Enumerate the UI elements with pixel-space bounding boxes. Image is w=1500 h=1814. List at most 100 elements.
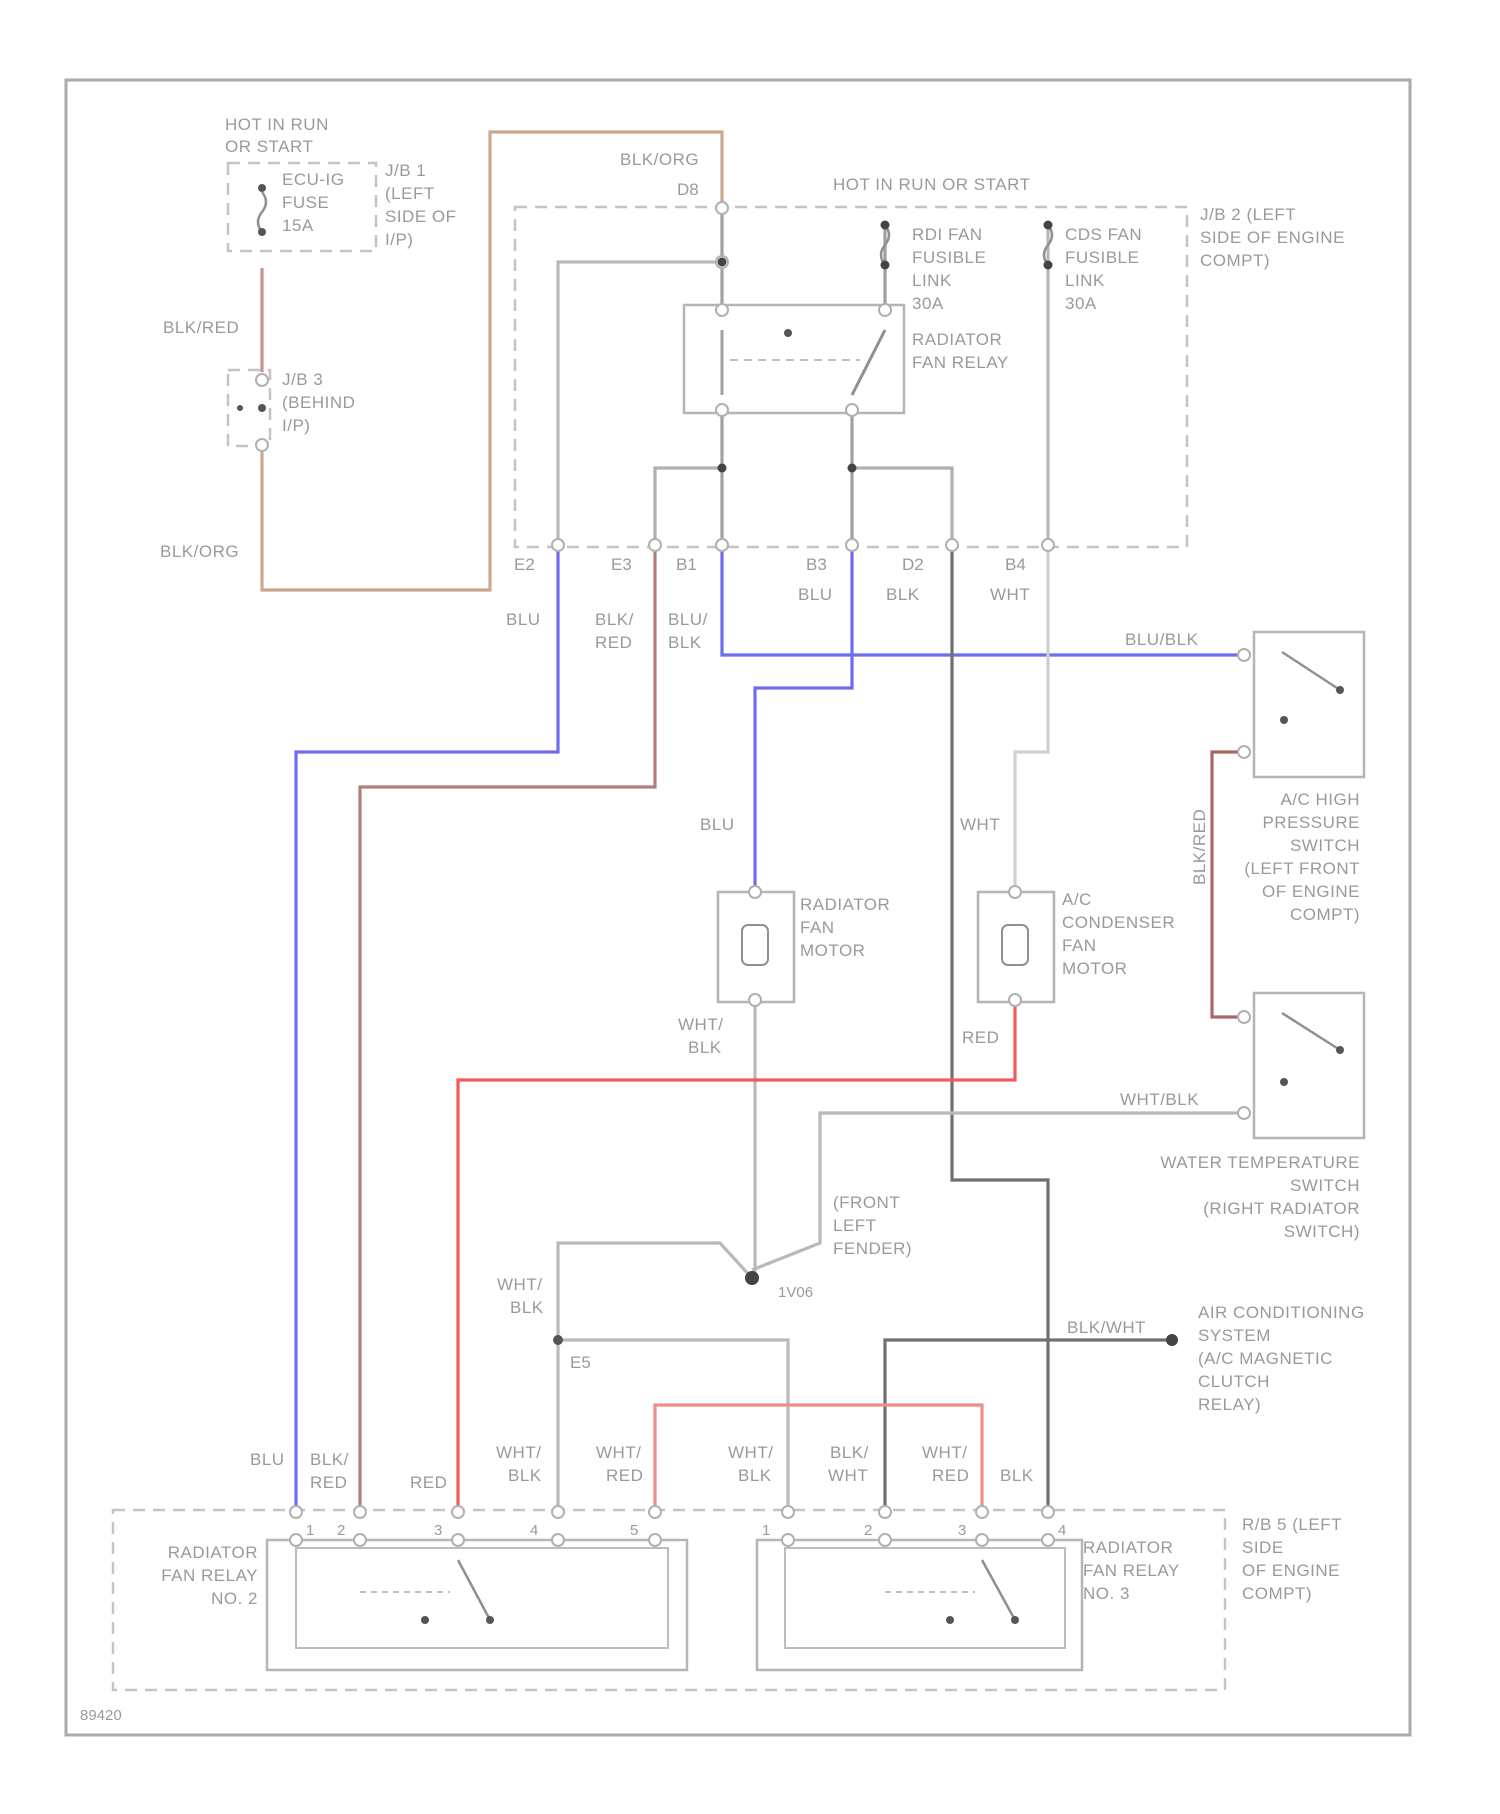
wire-wht-blk-water	[752, 1113, 1244, 1270]
ac-system-node	[1166, 1334, 1178, 1346]
connector-terminal	[716, 304, 728, 316]
relay-no3-box	[757, 1540, 1082, 1670]
connector-terminal	[879, 1534, 891, 1546]
bottom-blk-red-label: BLK/RED	[310, 1450, 349, 1492]
splice-node	[718, 464, 727, 473]
conn-e3-label: E3	[611, 555, 632, 574]
wire-wht-1-label: WHT	[990, 585, 1030, 604]
pin-number: 3	[434, 1522, 442, 1539]
conn-b1-label: B1	[676, 555, 697, 574]
connector-terminal	[749, 886, 761, 898]
wire-wht-2-label: WHT	[960, 815, 1000, 834]
connector-terminal	[846, 539, 858, 551]
bottom-wht-red-b-label: WHT/RED	[922, 1443, 969, 1485]
pin-number: 1	[306, 1522, 314, 1539]
outer-frame	[66, 80, 1410, 1735]
wire-blk-red-v-label: BLK/RED	[1190, 809, 1209, 885]
pin-number: 2	[337, 1522, 345, 1539]
wire-blu-blk-1-label: BLU/BLK	[668, 610, 708, 652]
connector-terminal	[649, 1534, 661, 1546]
radiator-fan-relay-label: RADIATORFAN RELAY	[912, 330, 1009, 372]
ac-switch-arm	[1282, 652, 1340, 690]
relay-no3-inner	[785, 1548, 1065, 1648]
wire-blk-1-label: BLK	[886, 585, 920, 604]
connector-terminal	[879, 1506, 891, 1518]
rb5-label: R/B 5 (LEFTSIDEOF ENGINECOMPT)	[1242, 1515, 1342, 1603]
relay-contact-dot	[784, 329, 792, 337]
connector-terminal	[649, 539, 661, 551]
wire-jb2-e3	[655, 468, 722, 545]
connector-terminal	[879, 304, 891, 316]
conn-d2-label: D2	[902, 555, 924, 574]
bottom-wht-blk-b-label: WHT/BLK	[728, 1443, 773, 1485]
bottom-blk-wht-label: BLK/WHT	[828, 1443, 869, 1485]
pin-number: 4	[530, 1522, 538, 1539]
fuse-hot-label: HOT IN RUNOR START	[225, 115, 329, 156]
pin-number: 1	[762, 1522, 770, 1539]
ac-condenser-fan-motor-box	[978, 892, 1054, 1002]
ground-location-label: (FRONTLEFTFENDER)	[833, 1193, 912, 1258]
wire-blu-1-label: BLU	[506, 610, 541, 629]
connector-terminal	[1042, 1534, 1054, 1546]
connector-terminal	[290, 1534, 302, 1546]
splice-node	[718, 258, 727, 267]
splice-node	[881, 261, 890, 270]
connector-terminal	[1238, 649, 1250, 661]
blk-red-top-label: BLK/RED	[163, 318, 239, 337]
ac-cond-motor-label: A/CCONDENSERFANMOTOR	[1062, 890, 1175, 978]
wire-blk-red-right	[1212, 752, 1244, 1017]
radiator-fan-motor-box	[718, 892, 794, 1002]
relay-no2-contact-dot2	[421, 1616, 429, 1624]
connector-terminal	[782, 1506, 794, 1518]
connector-terminal	[716, 404, 728, 416]
water-temp-switch-box	[1254, 993, 1364, 1138]
water-switch-arm	[1282, 1013, 1340, 1050]
conn-b4-label: B4	[1005, 555, 1026, 574]
relay-no3-contact-dot2	[946, 1616, 954, 1624]
e5-node	[553, 1335, 563, 1345]
bottom-red-label: RED	[410, 1473, 447, 1492]
ground-node	[745, 1271, 759, 1285]
connector-terminal	[1042, 539, 1054, 551]
pin-number: 4	[1058, 1522, 1066, 1539]
wire-e5	[558, 1340, 788, 1512]
ac-condenser-fan-motor-coil	[1002, 925, 1028, 965]
wire-blk-wht-ac	[885, 1340, 1172, 1512]
blk-org-left-label: BLK/ORG	[160, 542, 239, 561]
pin-number: 2	[864, 1522, 872, 1539]
water-switch-dot2	[1280, 1078, 1288, 1086]
connector-terminal	[1238, 1011, 1250, 1023]
connector-terminal	[976, 1534, 988, 1546]
ground-code-label: 1V06	[778, 1284, 813, 1301]
connector-terminal	[1042, 1506, 1054, 1518]
connector-terminal	[552, 1534, 564, 1546]
connector-terminal	[256, 374, 268, 386]
relay-no3-contact-arm	[982, 1560, 1015, 1620]
bottom-wht-blk-a-label: WHT/BLK	[496, 1443, 542, 1485]
relay-no2-box	[267, 1540, 687, 1670]
connector-terminal	[976, 1506, 988, 1518]
ac-switch-dot2	[1280, 716, 1288, 724]
pin-number: 3	[958, 1522, 966, 1539]
wire-blu-blk-2-label: BLU/BLK	[1125, 630, 1199, 649]
pin-number: 5	[630, 1522, 638, 1539]
connector-terminal	[354, 1534, 366, 1546]
relay-no2-contact-arm	[458, 1560, 490, 1620]
connector-terminal	[452, 1506, 464, 1518]
diagram-id: 89420	[80, 1707, 122, 1724]
wire-blu-2-label: BLU	[798, 585, 833, 604]
jb3-dot2	[237, 405, 243, 411]
conn-e2-label: E2	[514, 555, 535, 574]
splice-node	[1044, 261, 1053, 270]
connector-terminal	[354, 1506, 366, 1518]
connector-terminal	[846, 404, 858, 416]
wire-wht-blk-3-label: WHT/BLK	[497, 1275, 544, 1317]
splice-node	[848, 464, 857, 473]
connector-terminal	[649, 1506, 661, 1518]
connector-terminal	[716, 539, 728, 551]
